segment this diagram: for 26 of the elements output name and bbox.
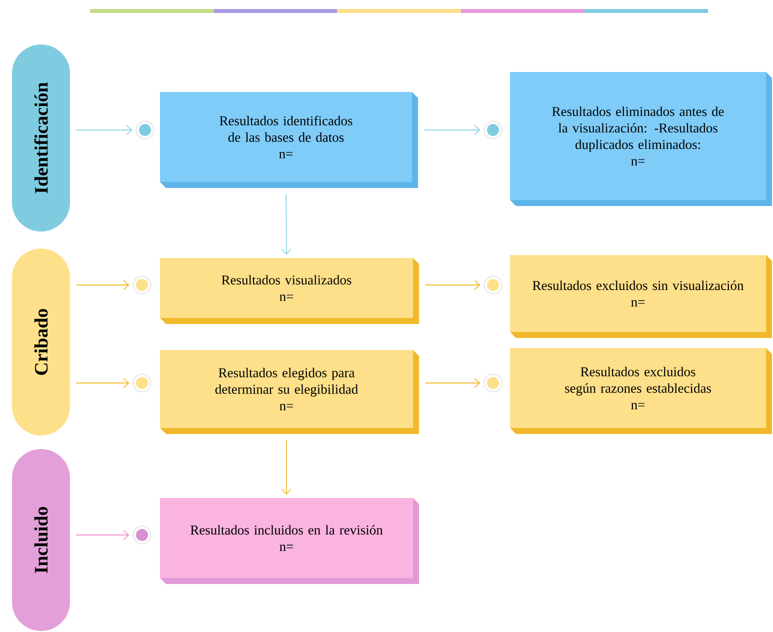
arrow [282,440,292,495]
dot [136,120,154,140]
arrow [76,378,130,388]
arrow [282,194,292,255]
dot [132,526,152,544]
stage-label: Cribado [12,248,70,436]
process-box: Resultados excluidos según razones establecidas n= [510,348,772,434]
arrow [424,125,480,135]
process-box: Resultados incluidos en la revisión n= [160,498,419,584]
dot [132,374,152,392]
arrow [76,530,130,540]
arrow [424,280,480,290]
arrow [424,378,480,388]
process-box: Resultados elegidos para determinar su elegibilidad n= [160,350,419,434]
dot [484,120,502,140]
process-box: Resultados visualizados n= [160,258,419,324]
arrow [76,280,130,290]
dot [132,276,152,294]
arrow [76,125,132,135]
process-box: Resultados identificados de las bases de datos n= [160,92,418,188]
process-box: Resultados eliminados antes de la visualización: -Resultados duplicados eliminados: n= [510,72,772,206]
stage-label: Identificación [12,44,70,232]
dot [484,276,502,294]
process-box: Resultados excluidos sin visualización n= [510,255,772,338]
stage-label: Incluido [12,449,70,631]
dot [484,374,502,392]
